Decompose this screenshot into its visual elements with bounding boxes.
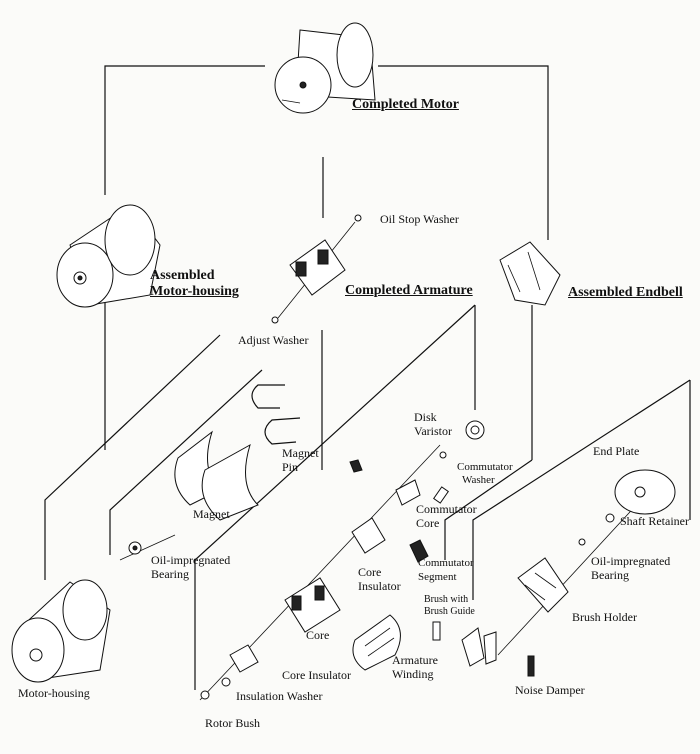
core-insulator-lower-label: Core Insulator bbox=[282, 668, 351, 682]
end-plate-drawing bbox=[578, 469, 676, 546]
noise-damper-label: Noise Damper bbox=[515, 683, 585, 697]
assembled-housing-drawing bbox=[56, 204, 161, 308]
core-group-drawing bbox=[200, 577, 401, 700]
oil-bearing-right-label-line1: Oil-impregnated bbox=[591, 554, 671, 568]
commutator-core-label-line2: Core bbox=[416, 516, 440, 530]
commutator-group-drawing bbox=[349, 420, 485, 563]
core-label: Core bbox=[306, 628, 330, 642]
oil-bearing-left-label-line2: Bearing bbox=[151, 567, 189, 581]
assembled-endbell-drawing bbox=[499, 241, 561, 306]
motor-housing-label: Motor-housing bbox=[18, 686, 90, 700]
connector-lines bbox=[44, 65, 691, 701]
completed-armature-drawing bbox=[271, 214, 362, 324]
magnet-pin-drawing bbox=[251, 384, 301, 445]
magnet-label: Magnet bbox=[193, 507, 230, 521]
armature-winding-label-line1: Armature bbox=[392, 653, 438, 667]
disk-varistor-label-line2: Varistor bbox=[414, 424, 452, 438]
adjust-washer-label: Adjust Washer bbox=[238, 333, 309, 347]
completed-armature-heading: Completed Armature bbox=[345, 283, 473, 298]
magnet-pin-label-line1: Magnet bbox=[282, 446, 319, 460]
end-plate-label: End Plate bbox=[593, 444, 640, 458]
commutator-core-label-line1: Commutator bbox=[416, 502, 477, 516]
core-insulator-upper-label-line1: Core bbox=[358, 565, 382, 579]
rotor-bush-label: Rotor Bush bbox=[205, 716, 261, 730]
brush-holder-drawing bbox=[432, 557, 569, 677]
oil-stop-washer-label: Oil Stop Washer bbox=[380, 212, 459, 226]
brush-with-guide-label-line2: Brush Guide bbox=[424, 606, 475, 617]
commutator-segment-label-line1: Commutator bbox=[418, 557, 474, 569]
assembled-endbell-heading: Assembled Endbell bbox=[568, 285, 683, 300]
assembled-housing-heading-line1: Assembled bbox=[150, 268, 215, 283]
completed-motor-drawing bbox=[274, 22, 376, 114]
brush-with-guide-label-line1: Brush with bbox=[424, 594, 469, 605]
commutator-segment-label-line2: Segment bbox=[418, 571, 457, 583]
core-insulator-upper-label-line2: Insulator bbox=[358, 579, 401, 593]
insulation-washer-label: Insulation Washer bbox=[236, 689, 323, 703]
completed-motor-heading: Completed Motor bbox=[352, 97, 459, 112]
brush-holder-label: Brush Holder bbox=[572, 610, 637, 624]
armature-winding-label-line2: Winding bbox=[392, 667, 434, 681]
oil-bearing-right-label-line2: Bearing bbox=[591, 568, 629, 582]
motor-housing-drawing bbox=[11, 579, 111, 683]
magnet-drawing bbox=[174, 430, 259, 521]
commutator-washer-label-line1: Commutator bbox=[457, 461, 513, 473]
oil-bearing-left-drawing bbox=[128, 541, 142, 555]
shaft-retainer-label: Shaft Retainer bbox=[620, 514, 689, 528]
oil-bearing-left-label-line1: Oil-impregnated bbox=[151, 553, 231, 567]
disk-varistor-label-line1: Disk bbox=[414, 410, 437, 424]
commutator-washer-label-line2: Washer bbox=[462, 474, 495, 486]
assembled-housing-heading-line2: Motor-housing bbox=[150, 284, 239, 299]
magnet-pin-label-line2: Pin bbox=[282, 460, 299, 474]
